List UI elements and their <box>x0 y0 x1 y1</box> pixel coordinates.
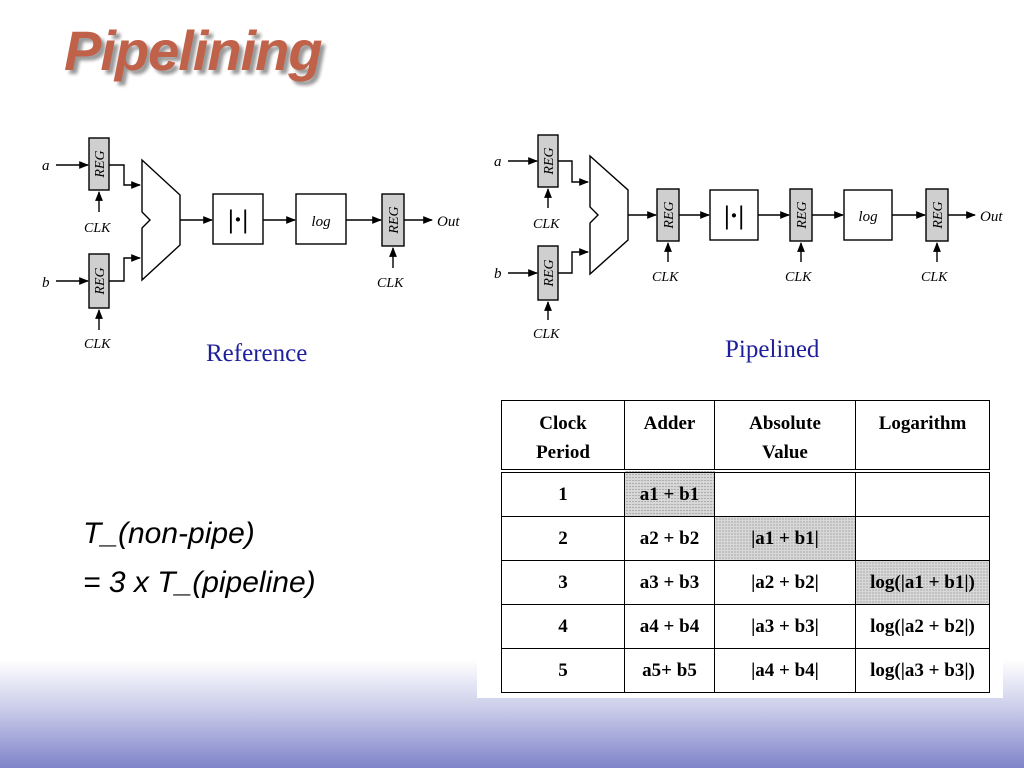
pipe-abs-symbol: |·| <box>724 201 744 230</box>
ref-clk-a-label: CLK <box>84 221 111 236</box>
pipe-clk-2-label: CLK <box>785 270 812 285</box>
ref-clk-b-label: CLK <box>84 337 111 352</box>
cell-log <box>855 516 990 561</box>
pipelined-caption: Pipelined <box>725 336 820 363</box>
pipe-input-b-label: b <box>494 266 502 282</box>
cell-adder: a3 + b3 <box>624 560 715 605</box>
cell-adder: a2 + b2 <box>624 516 715 561</box>
cell-abs: |a2 + b2| <box>714 560 856 605</box>
ref-reg-a <box>88 137 110 191</box>
ref-abs-symbol: |·| <box>228 205 248 234</box>
pipe-reg-out-label: REG <box>931 201 946 229</box>
cell-abs: |a1 + b1| <box>714 516 856 561</box>
pipe-reg-a-label: REG <box>542 147 557 175</box>
pipe-adder <box>589 154 629 276</box>
reference-caption: Reference <box>206 340 308 367</box>
cell-abs: |a4 + b4| <box>714 648 856 693</box>
ref-abs-block <box>212 193 264 245</box>
ref-input-a-label: a <box>42 158 50 174</box>
pipe-log-block <box>843 189 893 241</box>
pipe-log-label: log <box>858 209 878 225</box>
reference-diagram: a REG CLK b REG CLK |·| log REG CLK Out <box>42 137 460 352</box>
pipe-clk-b-label: CLK <box>533 327 560 342</box>
formula-line-2: = 3 x T_(pipeline) <box>83 566 316 599</box>
ref-clk-out-label: CLK <box>377 276 404 291</box>
pipe-reg-b-label: REG <box>542 259 557 287</box>
cell-period: 5 <box>501 648 625 693</box>
ref-reg-a-label: REG <box>93 150 108 178</box>
ref-log-label: log <box>311 214 331 230</box>
pipe-reg-1-label: REG <box>662 201 677 229</box>
ref-input-b-label: b <box>42 275 50 291</box>
table-row: 4 a4 + b4 |a3 + b3| log(|a2 + b2|) <box>501 604 990 649</box>
cell-period: 3 <box>501 560 625 605</box>
table-row: 2 a2 + b2 |a1 + b1| <box>501 516 990 561</box>
ref-adder <box>141 158 181 282</box>
pipelined-diagram: a REG CLK b REG CLK REG CLK |·| REG CLK <box>494 134 1003 342</box>
cell-log <box>855 470 990 517</box>
cell-log: log(|a1 + b1|) <box>855 560 990 605</box>
pipeline-diagrams: a REG CLK b REG CLK |·| log REG CLK Out <box>42 134 1003 352</box>
ref-output-label: Out <box>437 214 460 230</box>
cell-adder: a4 + b4 <box>624 604 715 649</box>
pipe-clk-a-label: CLK <box>533 217 560 232</box>
cell-abs: |a3 + b3| <box>714 604 856 649</box>
cell-abs <box>714 470 856 517</box>
header-adder: Adder <box>624 400 715 472</box>
pipe-input-a-label: a <box>494 154 502 170</box>
cell-log: log(|a3 + b3|) <box>855 648 990 693</box>
pipe-abs-block <box>709 189 759 241</box>
cell-period: 1 <box>501 470 625 517</box>
pipe-reg-2-label: REG <box>795 201 810 229</box>
pipe-clk-out-label: CLK <box>921 270 948 285</box>
header-logarithm: Logarithm <box>855 400 990 472</box>
pipe-clk-1-label: CLK <box>652 270 679 285</box>
table-row: 3 a3 + b3 |a2 + b2| log(|a1 + b1|) <box>501 560 990 605</box>
pipe-output-label: Out <box>980 209 1003 225</box>
cell-adder: a1 + b1 <box>624 470 715 517</box>
ref-log-block <box>295 193 347 245</box>
ref-reg-out-label: REG <box>387 206 402 234</box>
cell-period: 4 <box>501 604 625 649</box>
formula-line-1: T_(non-pipe) <box>83 517 255 550</box>
cell-log: log(|a2 + b2|) <box>855 604 990 649</box>
cell-period: 2 <box>501 516 625 561</box>
table-row: 1 a1 + b1 <box>501 470 990 517</box>
cell-adder: a5+ b5 <box>624 648 715 693</box>
table-row: 5 a5+ b5 |a4 + b4| log(|a3 + b3|) <box>501 648 990 693</box>
ref-reg-b-label: REG <box>93 267 108 295</box>
slide-title: Pipelining <box>64 19 323 82</box>
